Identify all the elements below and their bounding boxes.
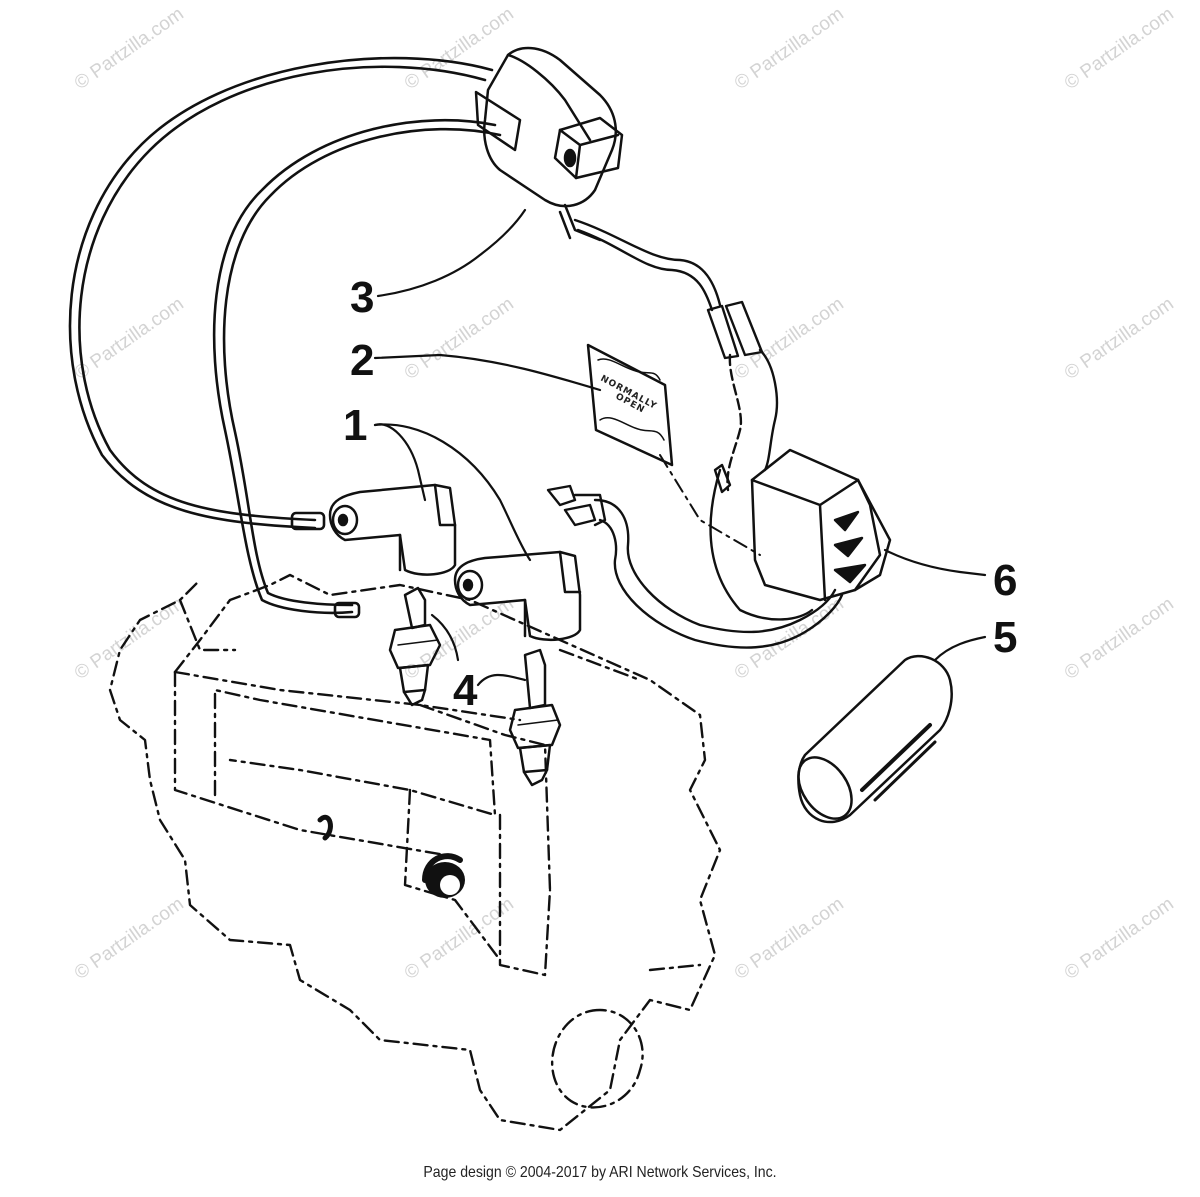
cdi-harness [546, 463, 844, 649]
watermark-text: © Partzilla.com [731, 293, 848, 384]
watermark-text: © Partzilla.com [1061, 893, 1178, 984]
spark-plug-cap-1 [328, 483, 457, 576]
watermark-text: © Partzilla.com [731, 3, 848, 94]
watermark-text: © Partzilla.com [401, 3, 518, 94]
coil-primary-wires [573, 218, 779, 492]
callout-6: 6 [993, 556, 1017, 605]
watermark-text: © Partzilla.com [71, 293, 188, 384]
decal-text: NORMALLY OPEN [599, 374, 659, 416]
watermark-text: © Partzilla.com [1061, 3, 1178, 94]
spark-plug-cap-2 [453, 550, 582, 642]
capacitor-part [797, 654, 953, 824]
watermark-text: © Partzilla.com [401, 293, 518, 384]
spark-plug-leads [68, 56, 502, 619]
engine-port [317, 814, 465, 898]
ignition-coil [474, 46, 624, 242]
watermark-text: © Partzilla.com [71, 893, 188, 984]
watermark-text: © Partzilla.com [1061, 293, 1178, 384]
spark-plug-a [388, 586, 442, 707]
watermark-text: © Partzilla.com [731, 893, 848, 984]
page-footer: Page design © 2004-2017 by ARI Network S… [423, 1164, 777, 1181]
callout-4: 4 [453, 666, 478, 715]
leader-lines [373, 208, 987, 687]
spark-plug-b [508, 648, 562, 787]
callout-3: 3 [350, 273, 374, 322]
engine-outline [108, 573, 722, 1132]
callout-1: 1 [343, 401, 367, 450]
watermark-text: © Partzilla.com [71, 593, 188, 684]
normally-open-decal [586, 343, 761, 556]
callout-5: 5 [993, 613, 1017, 662]
watermark-text: © Partzilla.com [71, 3, 188, 94]
cdi-module [750, 448, 892, 602]
callout-2: 2 [350, 336, 374, 385]
watermark-text: © Partzilla.com [1061, 593, 1178, 684]
